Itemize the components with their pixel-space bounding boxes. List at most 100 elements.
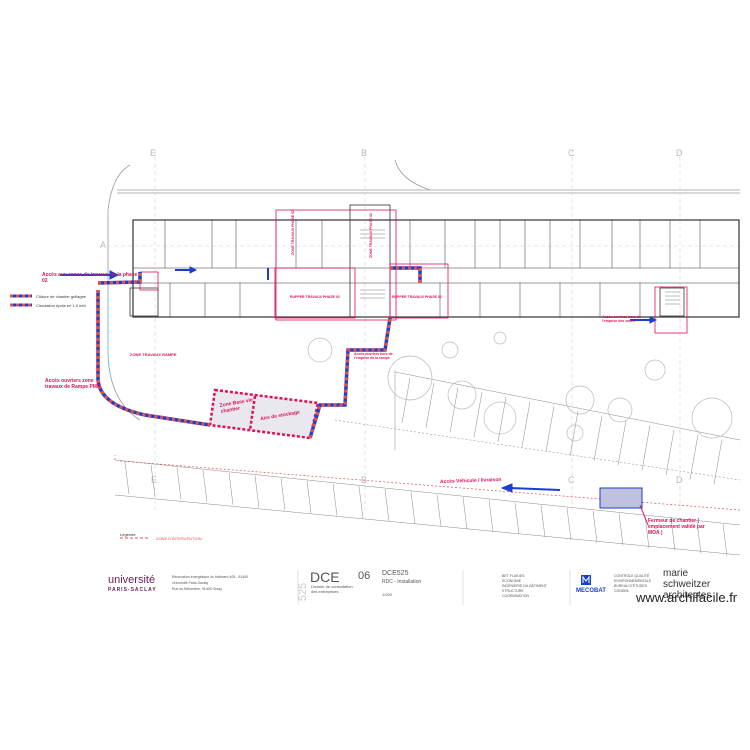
parking-stall-line [497, 396, 507, 442]
parking-stall-line [514, 502, 520, 535]
label-vertical-b: ZONE TRAVAUX PHASE 02 [369, 213, 373, 258]
worker-route [96, 266, 422, 439]
project-line-1: Rénovation énergétique du bâtiment 405 -… [172, 575, 249, 579]
phase-sub-2: des entreprises [311, 589, 339, 594]
access-arrows [60, 266, 658, 493]
trailer [599, 487, 643, 509]
partner-text-1: BET FLUIDES [502, 574, 525, 578]
mecobat-name: MECOBAT [576, 588, 606, 594]
legend-item-circulation: Circulation ripole en 1.0 mbl [36, 303, 86, 308]
mecobat-text-4: CONSEIL [614, 589, 630, 593]
label-phase2-access: Accès aux zones de travaux de la phase 0… [42, 272, 138, 284]
parking-stall-line [618, 513, 624, 546]
label-ramp-access: Accès ouvriers zone travaux de Rampe PMR [45, 378, 101, 390]
parking-stalls [124, 377, 728, 557]
building [129, 204, 740, 318]
grid-label-a-left: A [100, 240, 107, 250]
architect-line-3: architectes [663, 590, 712, 601]
parking-stall-line [254, 475, 260, 508]
label-vertical-a: ZONE TRAVAUX PHASE 02 [291, 210, 295, 255]
mecobat-logo-m [582, 575, 590, 583]
sheet-number: 06 [358, 570, 371, 582]
label-trailer: Fermeur de chantier ( emplacement validé… [648, 518, 705, 536]
label-rampe-zone: ZONE TRAVAUX RAMPE [130, 352, 177, 357]
parking-stall-line [332, 483, 338, 516]
legend-swatches [10, 294, 150, 539]
project-line-2: Université Paris-Saclay [172, 581, 209, 585]
parking-stall-line [280, 478, 286, 511]
label-worker-access-right: Accès ouvriers hors de l'emprise des zon… [602, 315, 641, 323]
stair-hatches [360, 229, 680, 305]
parking-stall-line [176, 467, 182, 500]
phase-title: DCE [310, 569, 340, 585]
site-boundary [107, 159, 740, 421]
parking-stall-line [713, 439, 723, 485]
parking-stall-line [545, 406, 555, 452]
grid-label-c-top: C [568, 148, 575, 158]
legend-title: Légende [120, 532, 136, 537]
grid-label-e-top: E [150, 148, 157, 158]
parking-stall-line [473, 392, 483, 438]
parking-stall-line [488, 499, 494, 532]
partner-text-2: ÉCONOMIE [502, 579, 522, 583]
parking-stall-line [358, 486, 364, 519]
parking-stall-line [641, 425, 651, 471]
site-limit-dotted [114, 455, 741, 511]
parking-stall-line [425, 382, 435, 428]
parking-stall-line [436, 494, 442, 527]
parking-stall-line [566, 507, 572, 541]
partner-text-4: STRUCTURE [502, 589, 524, 593]
parking-stall-line [644, 516, 650, 549]
sheet-code: DCE525 [382, 570, 409, 577]
sheet-title: RDC - Installation [382, 579, 422, 585]
project-line-3: Rue du Belvédère, 91400 Orsay [172, 587, 223, 591]
parking-stall-line [124, 462, 130, 495]
work-zones [139, 209, 688, 334]
parking-stall-line [593, 415, 603, 461]
parking-stall-line [306, 480, 312, 513]
university-logo-bottom: PARIS-SACLAY [108, 587, 157, 593]
grid-label-d-bottom: D [676, 475, 683, 485]
grid-label-b-bottom: B [361, 475, 368, 485]
grid-label-d-top: D [676, 148, 683, 158]
parking-stall-line [592, 510, 598, 543]
partner-text-5: COORDINATION [502, 594, 529, 598]
site-base-zone [208, 388, 320, 440]
mecobat-text-1: CONTRÔLE QUALITÉ [614, 574, 650, 578]
label-worker-access-mid: Accès ouvriers hors de l'emprise de la r… [354, 352, 393, 360]
parking-stall-line [384, 489, 390, 522]
parking-stall-line [540, 505, 546, 538]
parking-stall-line [722, 524, 728, 557]
parking-stall-line [228, 472, 234, 505]
parking-stall-line [449, 387, 459, 433]
sheet-scale: 1/200 [382, 592, 393, 597]
parking-stall-line [410, 491, 416, 524]
mecobat-text-2: ENVIRONNEMENTALE [614, 579, 652, 583]
grid-label-e-bottom: E [151, 475, 158, 485]
legend-item-fence: Clôture de chantier grillagée [36, 294, 87, 299]
parking-stall-line [462, 497, 468, 530]
label-work-b: RUPPER TRAVAUX PHASE 02 [392, 295, 442, 299]
architect-line-2: schweitzer [663, 579, 711, 590]
architect-line-1: marie [663, 568, 689, 579]
parking-stall-line [696, 521, 702, 554]
legend-note: ZONE D'INTERVENTION [156, 536, 202, 541]
parking-stall-line [202, 470, 208, 503]
label-work-a: RUPPER TRAVAUX PHASE 02 [290, 295, 340, 299]
grid-axes [100, 150, 740, 510]
grid-label-b-top: B [361, 148, 368, 158]
parking-stall-line [569, 411, 579, 457]
phase-number: 525 [297, 582, 310, 602]
mecobat-text-3: BUREAU D'ÉTUDES [614, 584, 647, 588]
grid-label-c-bottom: C [568, 475, 575, 485]
university-logo-top: université [108, 574, 156, 586]
trees [307, 331, 733, 442]
phase-sub-1: Dossier de consultation [311, 584, 353, 589]
parking-stall-line [670, 518, 676, 551]
watermark: www.archifacile.fr [636, 590, 738, 605]
parking-stall-line [150, 464, 156, 497]
parking-stall-line [401, 377, 411, 423]
parking-stall-line [521, 401, 531, 447]
trailer-marker [639, 504, 649, 526]
